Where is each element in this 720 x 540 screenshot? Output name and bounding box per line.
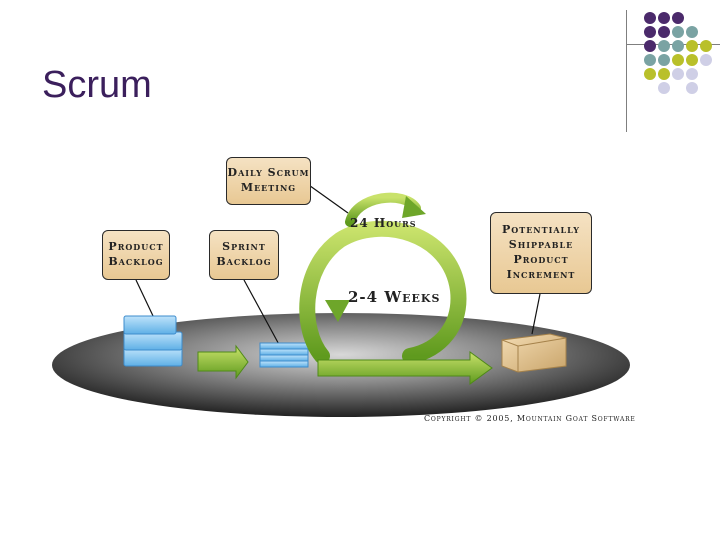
decor-dot [658, 68, 670, 80]
sprint-backlog-callout: Sprint Backlog [209, 230, 279, 280]
decor-dot [644, 12, 656, 24]
increment-callout: Potentially Shippable Product Increment [490, 212, 592, 294]
increment-pointer [531, 293, 541, 335]
decor-dot [644, 68, 656, 80]
backlog-arrow [197, 344, 249, 380]
decor-dot [672, 68, 684, 80]
decor-dot [658, 12, 670, 24]
daily-scrum-callout: Daily Scrum Meeting [226, 157, 311, 205]
decor-dot [644, 26, 656, 38]
decor-dot [672, 12, 684, 24]
decor-dot [658, 26, 670, 38]
daily-scrum-pointer [305, 182, 349, 214]
product-backlog-callout: Product Backlog [102, 230, 170, 280]
decor-dot [686, 26, 698, 38]
product-backlog-label: Product Backlog [108, 240, 164, 268]
sprint-cycle-arrow [299, 220, 493, 385]
increment-label: Potentially Shippable Product Increment [502, 223, 580, 281]
sprint-backlog-pointer [243, 279, 283, 351]
decor-dot [700, 40, 712, 52]
product-backlog-stack [123, 315, 183, 367]
decor-dot [686, 68, 698, 80]
hours-label: 24 Hours [350, 216, 417, 230]
slide-title: Scrum [42, 64, 152, 106]
decor-dot [686, 82, 698, 94]
decor-dot [672, 40, 684, 52]
decor-dot [686, 40, 698, 52]
product-increment-box [501, 333, 567, 373]
decor-dot [644, 40, 656, 52]
daily-scrum-label: Daily Scrum Meeting [227, 166, 310, 194]
sprint-backlog-label: Sprint Backlog [216, 240, 272, 268]
decor-dot [644, 54, 656, 66]
decor-dot [658, 54, 670, 66]
decor-dot [672, 26, 684, 38]
decor-dot-grid [640, 10, 720, 120]
decor-dot [658, 40, 670, 52]
sprint-backlog-stack [259, 342, 309, 368]
weeks-label: 2-4 Weeks [348, 288, 441, 306]
decor-dot [672, 54, 684, 66]
decor-dot [658, 82, 670, 94]
decor-dot [700, 54, 712, 66]
decor-vertical-line [626, 10, 627, 132]
copyright-text: Copyright © 2005, Mountain Goat Software [424, 414, 636, 423]
decor-dot [686, 54, 698, 66]
daily-cycle-arrow [345, 192, 426, 227]
product-backlog-pointer [135, 279, 155, 319]
